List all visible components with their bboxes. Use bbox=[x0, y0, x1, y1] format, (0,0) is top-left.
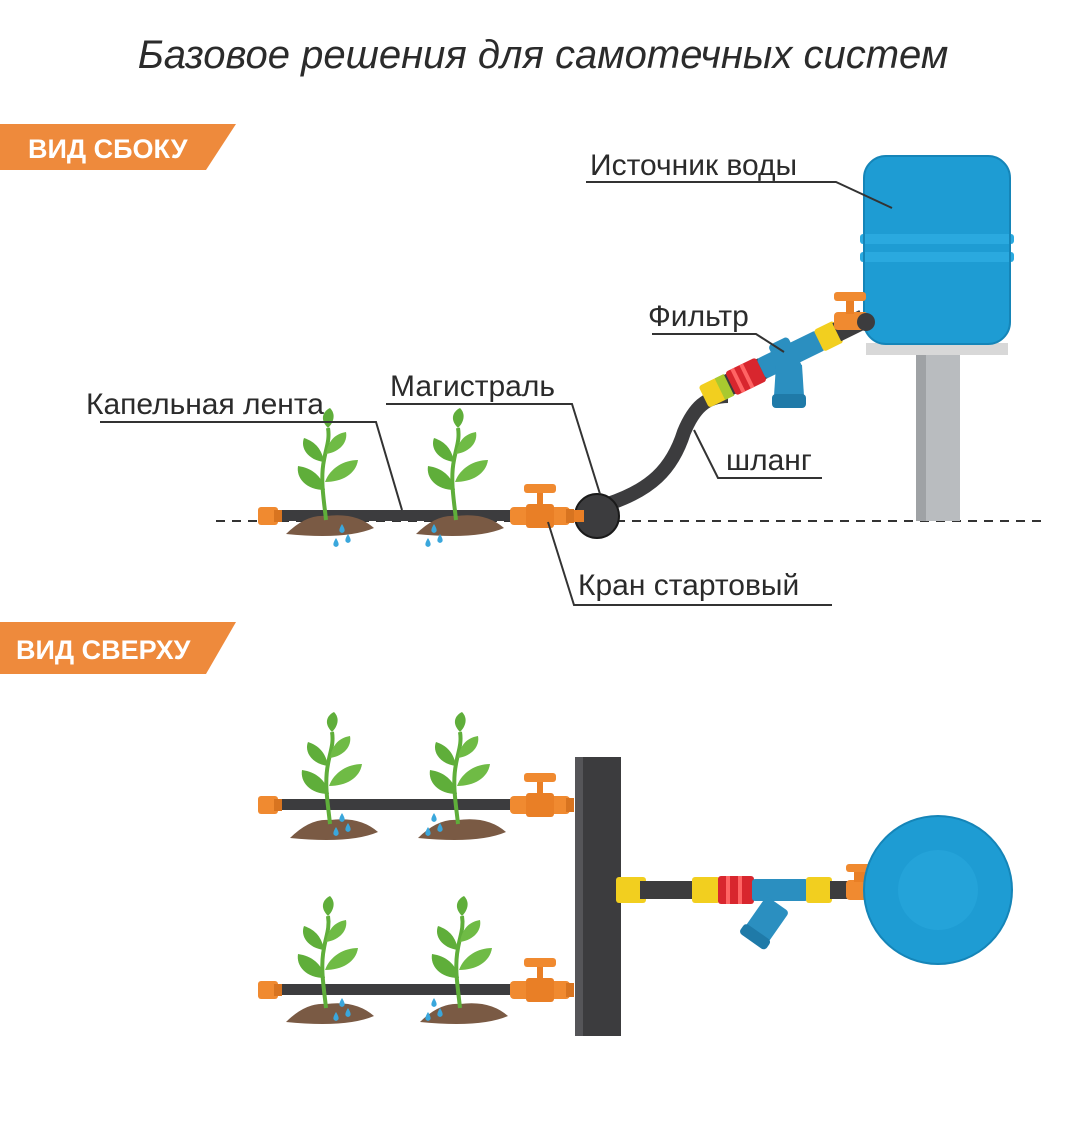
filter-top bbox=[740, 897, 788, 950]
drip-tape-top-2 bbox=[268, 984, 518, 995]
drip-tape-top-1 bbox=[268, 799, 518, 810]
start-valve-top-1 bbox=[510, 773, 574, 817]
page-title: Базовое решения для самотечных систем bbox=[138, 33, 949, 77]
top-view-banner: ВИД СВЕРХУ bbox=[0, 622, 236, 674]
start-valve-side bbox=[510, 484, 574, 528]
drip-tape-side bbox=[268, 510, 518, 521]
side-view-banner: ВИД СБОКУ bbox=[0, 124, 236, 170]
label-main-line: Магистраль bbox=[390, 370, 555, 403]
plant-top-2 bbox=[416, 710, 508, 842]
label-water-source: Источник воды bbox=[590, 149, 797, 182]
filter-bowl bbox=[772, 365, 806, 408]
label-hose: шланг bbox=[726, 444, 812, 477]
label-drip-tape: Капельная лента bbox=[86, 388, 324, 421]
tank-stand-plate bbox=[866, 343, 1008, 355]
top-view-banner-text: ВИД СВЕРХУ bbox=[16, 635, 192, 665]
tank-outlet-valve bbox=[834, 292, 875, 331]
start-valve-top-2 bbox=[510, 958, 574, 1002]
feed-line-top bbox=[616, 876, 852, 904]
label-start-valve: Кран стартовый bbox=[578, 569, 799, 602]
plant-top-1 bbox=[288, 710, 380, 842]
drip-tape-top-1-end-plug bbox=[258, 796, 282, 814]
water-tank bbox=[860, 155, 1014, 345]
plant-top-3 bbox=[284, 894, 376, 1026]
drip-tape-end-plug bbox=[258, 507, 282, 525]
hose-pipe bbox=[605, 389, 729, 511]
label-filter: Фильтр bbox=[648, 300, 749, 333]
side-view-banner-text: ВИД СБОКУ bbox=[28, 134, 189, 164]
drip-tape-top-2-end-plug bbox=[258, 981, 282, 999]
